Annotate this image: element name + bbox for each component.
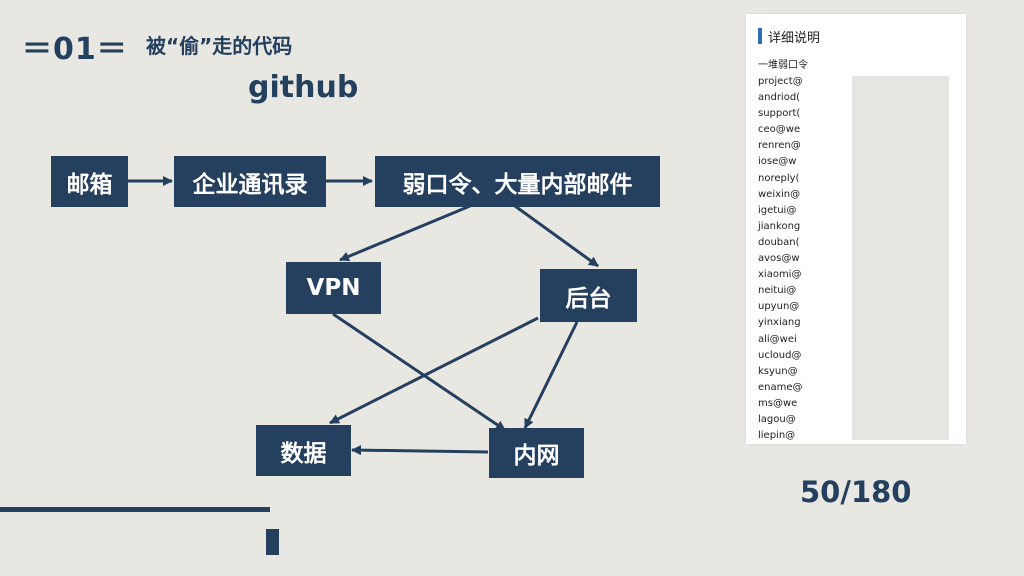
list-item: project@ [758, 76, 803, 87]
arrow-intranet-data [351, 445, 489, 456]
panel-accent-bar [758, 28, 762, 44]
list-item: ucloud@ [758, 349, 802, 361]
list-item: iose@w [758, 156, 797, 168]
list-item: xiaomi@ [758, 269, 802, 281]
node-backend: 后台 [540, 269, 637, 322]
list-item: renren@ [758, 140, 801, 152]
weak-password-list: 一堆弱口令 project@ andriod( support( ceo@we … [758, 58, 808, 444]
decorative-bottom-block [266, 529, 279, 555]
node-vpn: VPN [286, 262, 381, 314]
list-item: avos@w [758, 253, 800, 265]
arrow-passwords-vpn [339, 204, 471, 262]
list-item: liepin@ [758, 430, 796, 442]
list-item: upyun@ [758, 301, 800, 313]
node-directory: 企业通讯录 [174, 156, 326, 207]
list-item: ali@wei [758, 333, 797, 345]
panel-title: 详细说明 [768, 31, 821, 46]
node-data: 数据 [256, 425, 351, 476]
section-number: ＝01＝ [22, 32, 128, 67]
list-item: neitui@ [758, 285, 797, 297]
list-item: lagou@ [758, 413, 796, 425]
list-item: weixin@ [758, 188, 801, 200]
list-caption: 一堆弱口令 [758, 60, 808, 71]
details-screenshot-panel: 详细说明 一堆弱口令 project@ andriod( support( ce… [746, 14, 966, 444]
list-item: noreply( [758, 172, 800, 184]
list-item: support( [758, 108, 801, 120]
node-intranet: 内网 [489, 428, 584, 478]
redaction-mask [852, 76, 949, 440]
list-item: igetui@ [758, 204, 797, 216]
list-item: douban( [758, 236, 800, 248]
list-item: yinxiang [758, 317, 801, 329]
decorative-bottom-line [0, 507, 270, 512]
list-item: ms@we [758, 397, 798, 409]
arrow-backend-data [329, 316, 539, 425]
list-item: andriod( [758, 92, 801, 104]
list-item: jiankong [758, 220, 801, 232]
node-passwords: 弱口令、大量内部邮件 [375, 156, 660, 207]
arrow-passwords-backend [514, 204, 599, 268]
node-mailbox: 邮箱 [51, 156, 128, 207]
slide-title: 被“偷”走的代码 [146, 34, 293, 58]
list-item: ceo@we [758, 124, 801, 136]
list-item: ksyun@ [758, 365, 798, 377]
list-item: ename@ [758, 381, 803, 393]
redaction-mask [828, 74, 852, 444]
arrow-backend-intranet [523, 321, 579, 429]
slide-subtitle: github [248, 70, 359, 105]
page-indicator: 50/180 [800, 475, 912, 509]
arrow-vpn-intranet [332, 312, 506, 432]
